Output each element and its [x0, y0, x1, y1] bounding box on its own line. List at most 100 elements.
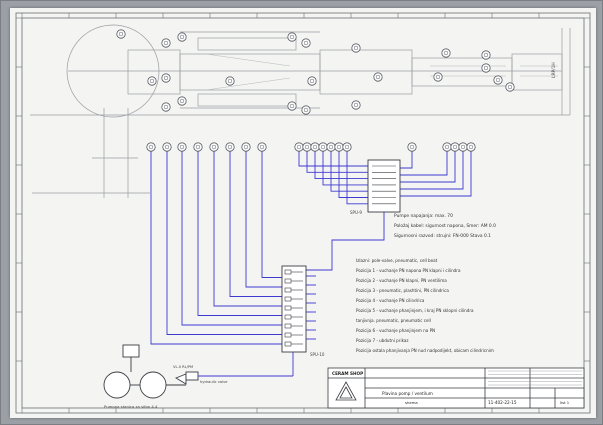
valve-caption: VL-0 RL/PM: [173, 365, 193, 369]
block-lower-label: SPU-10: [310, 352, 325, 357]
marker-upper-11: [373, 72, 383, 82]
legend-line-8: Pozicija 6 - vuchanje phanjinjem na PN: [356, 328, 435, 333]
marker-row-left-5: [209, 142, 219, 152]
schematic-drawing: SPU-9 SPU-10 Pumpe napajanja: max. 70 Po…: [15, 12, 591, 414]
marker-upper-19: [287, 101, 297, 111]
legend-line-7: tanjivnja. pneumatic, pneumatic cell: [356, 318, 431, 323]
legend-line-10: Pozicija ostala phanjivanja PN nud nadpo…: [356, 348, 494, 353]
marker-row-mid-3: [310, 142, 320, 152]
legend-line-6: Pozicija 5 - vuchanje phanjinjem, i kraj…: [356, 308, 474, 313]
cylinder-hatch: [205, 53, 558, 91]
notes-top: Pumpe napajanja: max. 70 Položaj kabel: …: [394, 213, 496, 239]
title-block-company: CERAM SHOP: [332, 371, 363, 376]
marker-upper-7: [147, 76, 157, 86]
marker-upper-22: [481, 50, 491, 60]
marker-row-right-3: [450, 142, 460, 152]
wire-link: [306, 212, 385, 271]
side-label: LRP/1H: [551, 62, 557, 78]
marker-row-right-4: [458, 142, 468, 152]
marker-row-left-2: [162, 142, 172, 152]
marker-upper-5: [301, 38, 311, 48]
wire-mid-4: [322, 151, 368, 186]
marker-row-mid-4: [318, 142, 328, 152]
marker-row-mid-1: [294, 142, 304, 152]
marker-upper-17: [177, 96, 187, 106]
marker-upper-12: [433, 72, 443, 82]
pump-caption: Pumpna stanica za sifon 4.4: [104, 404, 158, 409]
notes-legend: Izlazni: pole-valve, pneumatic, cell bea…: [356, 258, 494, 353]
marker-upper-18: [161, 102, 171, 112]
marker-upper-15: [505, 82, 515, 92]
legend-line-4: Pozicija 3 - pneumatic, plashtini, PN ci…: [356, 288, 449, 293]
wire-right-3: [400, 151, 456, 183]
drawing-sheet: SPU-9 SPU-10 Pumpe napajanja: max. 70 Po…: [10, 8, 596, 418]
title-block-subtitle: shema: [405, 400, 418, 405]
marker-row-mid-2: [302, 142, 312, 152]
position-markers-upper: [116, 29, 515, 115]
marker-row-left-3: [177, 142, 187, 152]
marker-row-left-8: [257, 142, 267, 152]
wire-mid-2: [306, 151, 368, 173]
junction-block-lower: [281, 265, 307, 353]
marker-upper-4: [287, 32, 297, 42]
wire-mid-7: [346, 151, 368, 205]
marker-upper-10: [307, 76, 317, 86]
marker-upper-6: [351, 43, 361, 53]
sheet-border: [15, 12, 591, 414]
wire-left-6: [229, 151, 282, 297]
wire-mid-3: [314, 151, 368, 180]
valve-caption-2: hydraulic valve: [200, 380, 228, 384]
wire-right-2: [400, 151, 448, 176]
wire-right-1: [400, 151, 413, 169]
mechanical-layout: [30, 24, 571, 198]
pump-station: [103, 344, 294, 399]
note-line-2: Položaj kabel: sigurnost napona, Smer: A…: [394, 222, 496, 229]
wire-left-7: [245, 151, 282, 288]
marker-row-left-4: [193, 142, 203, 152]
marker-upper-9: [225, 76, 235, 86]
wire-right-5: [400, 151, 472, 197]
marker-upper-8: [161, 73, 171, 83]
wire-left-3: [181, 151, 282, 326]
marker-upper-13: [481, 63, 491, 73]
legend-line-2: Pozicija 1 - vuchanje PN napona PN klapn…: [356, 268, 461, 273]
wire-left-8: [261, 151, 282, 278]
marker-row-mid-7: [342, 142, 352, 152]
block-upper-label: SPU-9: [350, 210, 362, 215]
title-block-title: Plavina pomp / ventilum: [382, 391, 433, 396]
marker-row-right-2: [442, 142, 452, 152]
border-ticks: [16, 13, 590, 413]
wire-mid-6: [338, 151, 368, 198]
title-block-drawing-number: 11-402-22-15: [488, 400, 517, 405]
position-markers-row: [146, 142, 476, 152]
title-block-sheet: list 1: [560, 400, 570, 405]
marker-upper-20: [301, 105, 311, 115]
marker-upper-1: [116, 29, 126, 39]
wire-left-4: [197, 151, 282, 316]
marker-upper-3: [161, 38, 171, 48]
legend-line-3: Pozicija 2 - vuchanje PN klapni, PN vent…: [356, 278, 447, 283]
marker-row-left-6: [225, 142, 235, 152]
title-block: [327, 367, 585, 409]
legend-line-1: Izlazni: pole-valve, pneumatic, cell bea…: [356, 258, 438, 263]
wire-mid-5: [330, 151, 368, 192]
marker-upper-14: [493, 75, 503, 85]
wire-left-1: [150, 151, 282, 345]
note-line-1: Pumpe napajanja: max. 70: [394, 213, 453, 219]
wiring: [150, 151, 472, 345]
title-block-rows: [488, 370, 582, 386]
wire-left-5: [213, 151, 282, 307]
wire-left-2: [166, 151, 282, 335]
wire-mid-1: [298, 151, 368, 167]
marker-row-right-1: [407, 142, 417, 152]
wire-right-4: [400, 151, 464, 190]
marker-row-right-5: [466, 142, 476, 152]
marker-row-mid-6: [334, 142, 344, 152]
marker-row-mid-5: [326, 142, 336, 152]
legend-line-9: Pozicija 7 - ubdutni prikaz: [356, 338, 409, 343]
marker-row-left-7: [241, 142, 251, 152]
marker-upper-21: [351, 100, 361, 110]
marker-row-left-1: [146, 142, 156, 152]
note-line-3: Sigurnosni razvod: strujni: FN-000 Stava…: [394, 233, 491, 239]
